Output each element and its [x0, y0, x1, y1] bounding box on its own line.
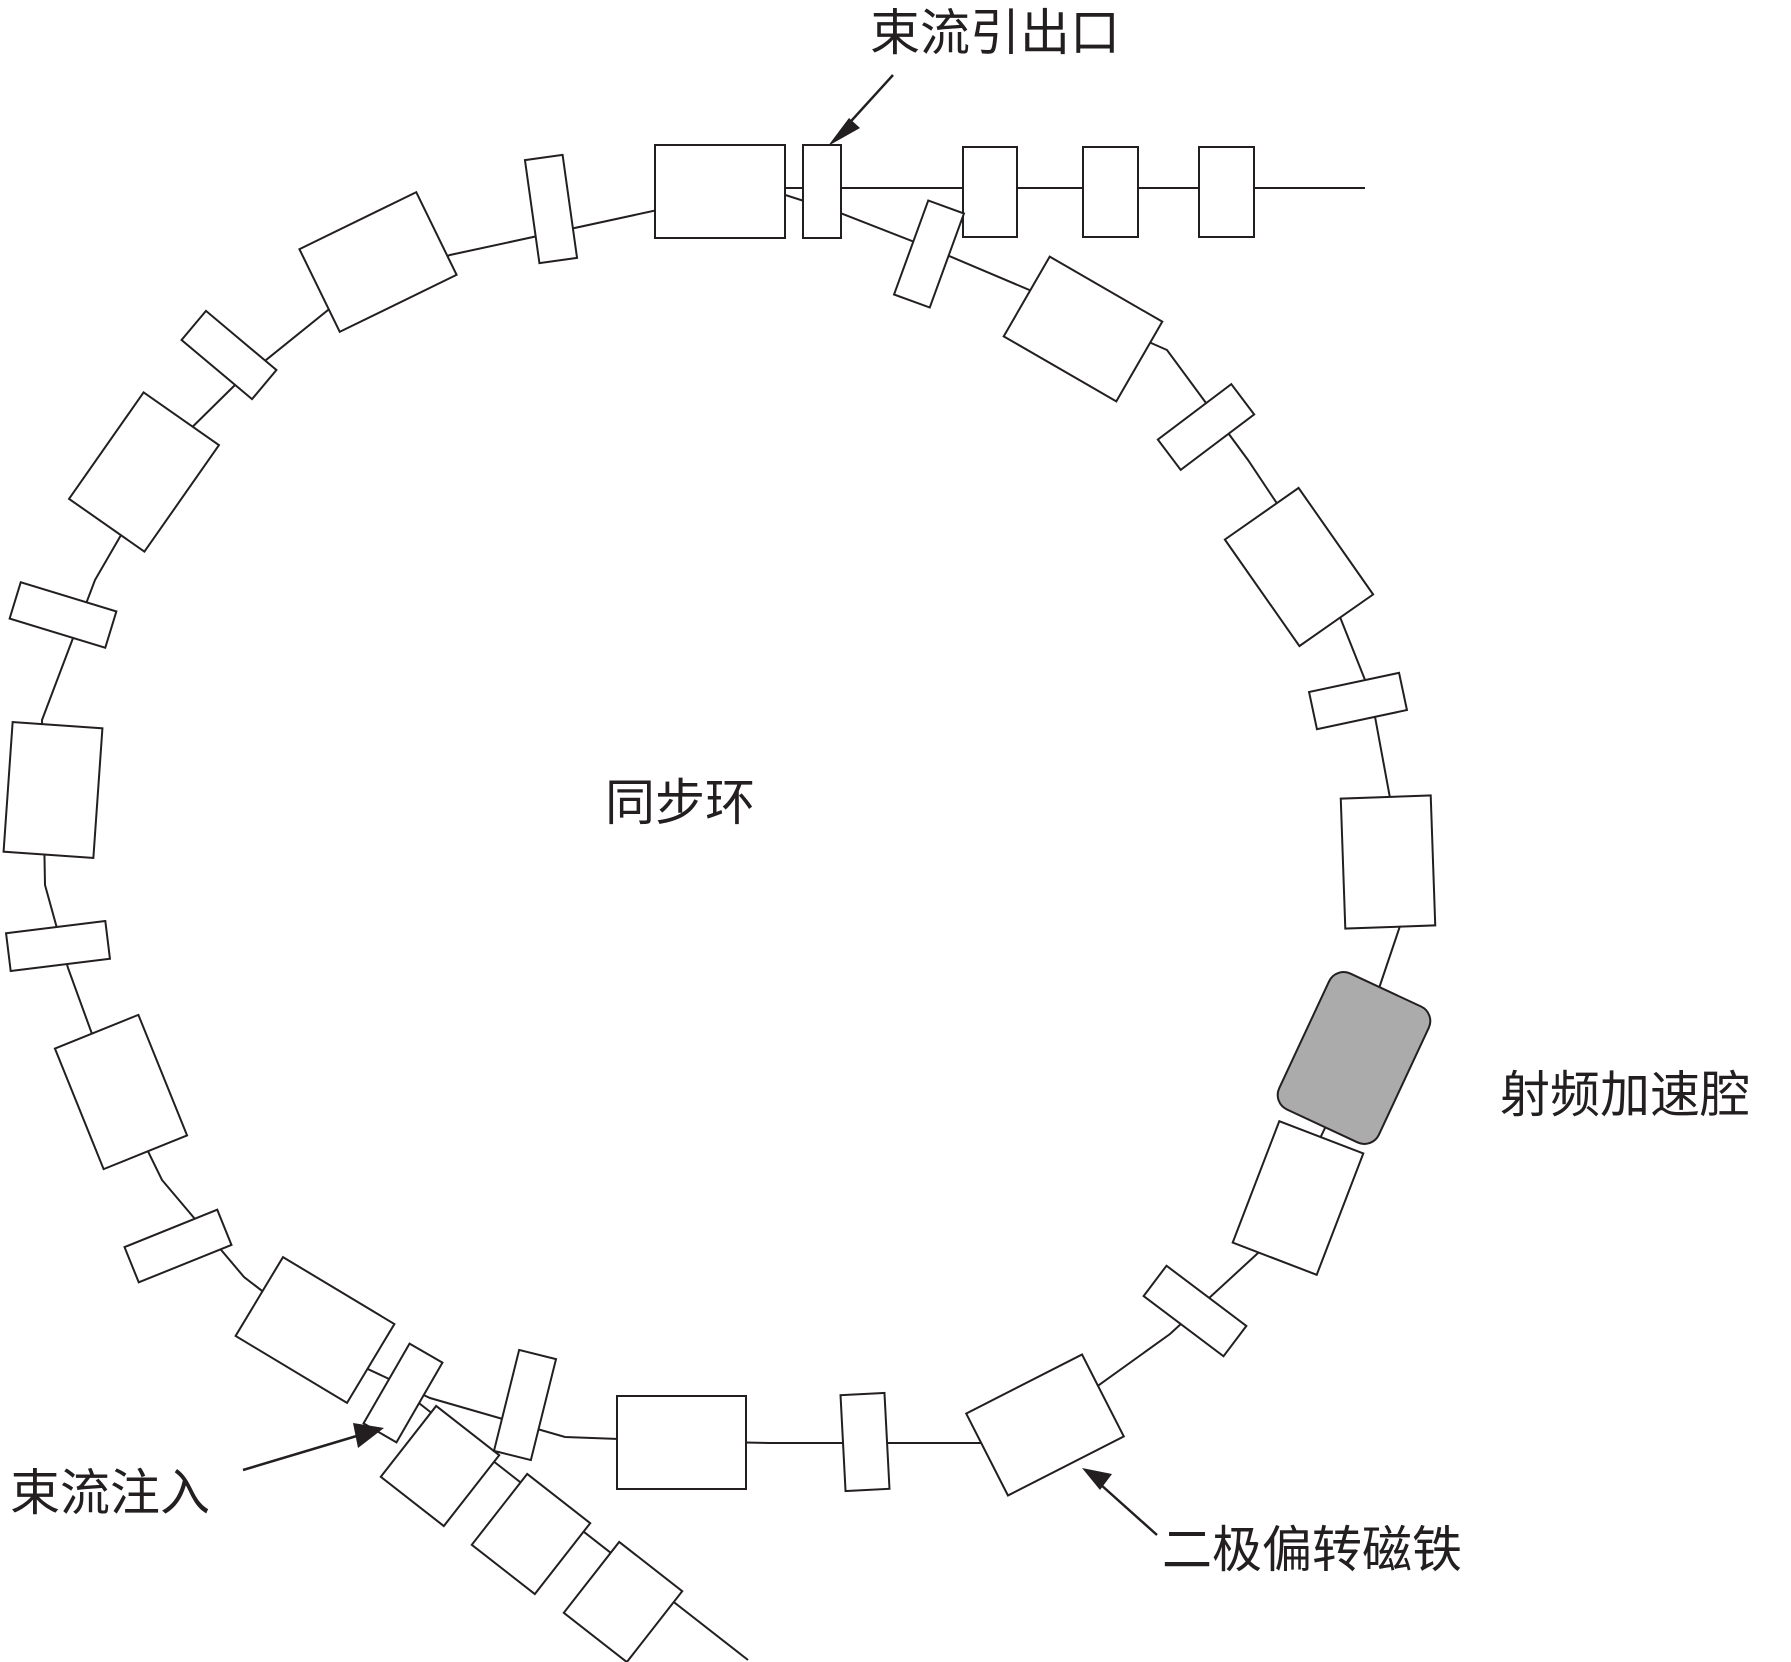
injection-arrowhead [353, 1423, 384, 1448]
ring-label: 同步环 [605, 774, 755, 832]
dipole-magnet [298, 190, 458, 334]
dipole-magnet [1339, 794, 1437, 930]
quadrupole-magnet [4, 919, 112, 973]
quadrupole-magnet [892, 199, 966, 309]
quadrupole-magnet [839, 1391, 891, 1493]
extraction-magnet [1082, 146, 1139, 238]
dipole-magnet [1002, 255, 1164, 403]
injection-arrow [242, 1433, 361, 1472]
quadrupole-magnet [523, 153, 579, 265]
injection-magnet [379, 1404, 501, 1528]
quadrupole-magnet [802, 144, 842, 239]
dipole-magnet [1231, 1119, 1365, 1277]
rf-cavity-label: 射频加速腔 [1500, 1066, 1750, 1124]
quadrupole-magnet [1307, 671, 1409, 731]
extraction-magnet [1198, 146, 1255, 238]
injection-label: 束流注入 [10, 1464, 210, 1522]
extraction-label: 束流引出口 [870, 4, 1120, 62]
dipole-magnet [67, 390, 221, 554]
injection-magnet [562, 1540, 684, 1662]
dipole-magnet [234, 1255, 396, 1405]
quadrupole-magnet [1142, 1264, 1248, 1358]
dipole-magnet [1223, 486, 1375, 648]
quadrupole-magnet [362, 1342, 444, 1444]
ring-beam-path [40, 188, 1402, 1444]
injection-magnet [470, 1472, 592, 1596]
quadrupole-magnet [8, 580, 118, 650]
dipole-magnet [654, 144, 786, 239]
dipole-magnet [964, 1353, 1126, 1497]
extraction-magnet [962, 146, 1018, 238]
dipole-magnet [616, 1395, 747, 1490]
dipole-magnet [2, 720, 104, 860]
dipole-arrow [1099, 1483, 1158, 1536]
dipole-label: 二极偏转磁铁 [1162, 1521, 1462, 1579]
rf-cavity [1276, 971, 1432, 1145]
quadrupole-magnet [180, 309, 278, 401]
quadrupole-magnet [123, 1208, 233, 1284]
dipole-arrowhead [1082, 1468, 1112, 1490]
extraction-arrowhead [828, 118, 860, 146]
dipole-magnet [53, 1013, 189, 1171]
quadrupole-magnet [492, 1348, 558, 1462]
quadrupole-magnet [1156, 382, 1256, 472]
